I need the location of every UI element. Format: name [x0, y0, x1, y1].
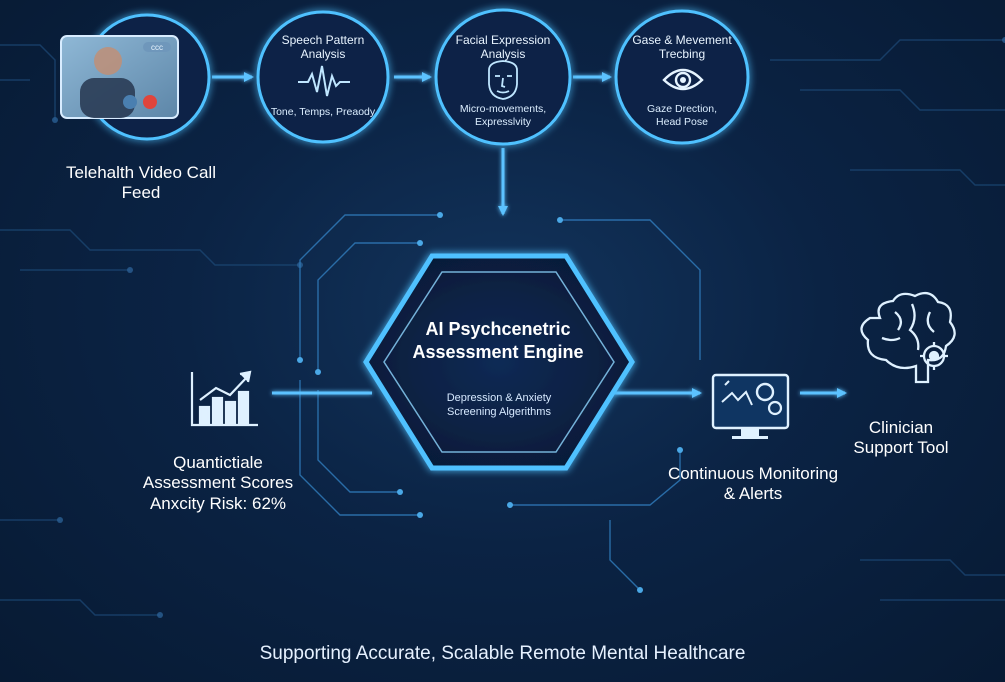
facial-node-title: Facial Expression Analysis [455, 33, 551, 62]
facial-node [434, 8, 572, 146]
scores-risk-value: Anxcity Risk: 62% [149, 494, 287, 513]
video-node-label: Telehalth Video Call Feed [66, 163, 216, 203]
monitoring-title: Continuous Monitoring & Alerts [667, 464, 839, 504]
video-badge [143, 42, 171, 52]
circuit-traces [0, 39, 1005, 616]
gaze-node [614, 9, 750, 145]
circuit-nodes [52, 37, 1005, 618]
engine-traces [299, 214, 701, 591]
face-icon [488, 60, 518, 100]
footer-tagline: Supporting Accurate, Scalable Remote Men… [259, 643, 746, 664]
monitor-alert-icon [711, 373, 790, 439]
video-node [60, 13, 211, 141]
speech-node-title: Speech Pattern Analysis [281, 33, 365, 62]
eye-icon [662, 68, 704, 91]
speech-node-subtitle: Tone, Temps, Preaody [270, 106, 376, 118]
video-person-head [94, 47, 122, 75]
engine-subtitle: Depression & Anxiety Screening Algerithm… [446, 392, 552, 419]
clinician-title: Clinician Support Tool [853, 418, 949, 458]
engine-title: AI Psychcenetric Assessment Engine [412, 319, 584, 362]
brain-gear-icon [860, 291, 956, 384]
scores-title: Quantictiale Assessment Scores [142, 453, 294, 493]
flow-arrows [212, 72, 847, 398]
gaze-node-subtitle: Gaze Drection, Head Pose [646, 103, 718, 128]
waveform-icon [298, 65, 350, 97]
hangup-icon [143, 95, 157, 109]
speech-node [256, 10, 390, 144]
engine-hexagon [363, 253, 635, 471]
gaze-node-title: Gase & Mevement Trecbing [632, 33, 732, 62]
mic-icon [123, 95, 137, 109]
facial-node-subtitle: Micro-movements, Expresslvity [459, 103, 547, 128]
engine-trace-dots [297, 212, 683, 593]
video-person-silhouette [80, 78, 135, 118]
bar-chart-icon [190, 370, 258, 427]
video-badge-text: ccc [151, 43, 163, 52]
